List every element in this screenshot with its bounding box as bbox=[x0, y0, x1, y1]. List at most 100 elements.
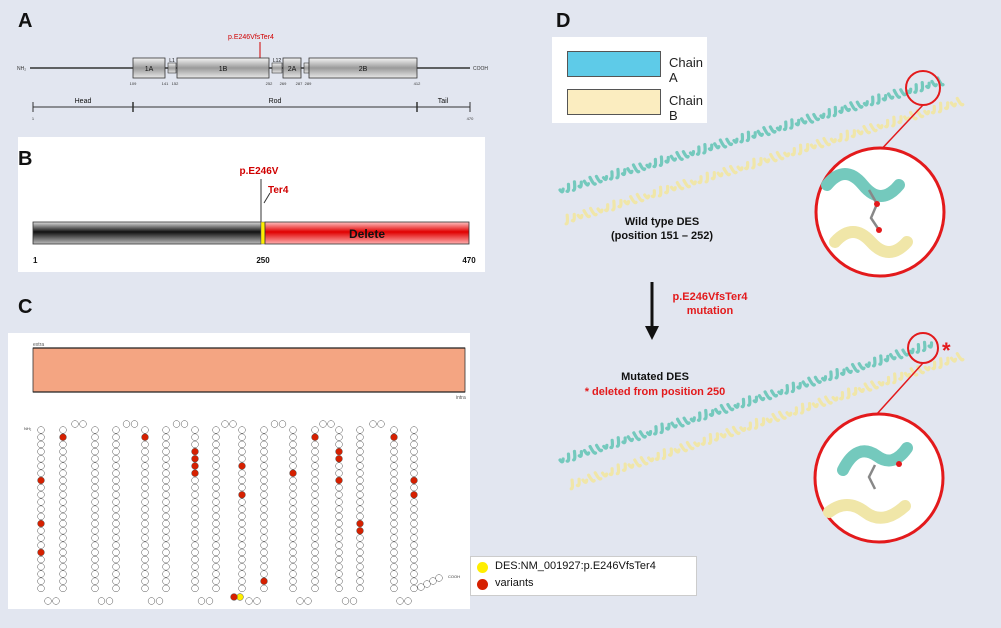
panel-b-deleted-label: Delete bbox=[349, 227, 385, 241]
helix-turn bbox=[760, 417, 766, 427]
legend-chain-b-label: Chain B bbox=[669, 93, 703, 123]
helix-turn bbox=[638, 162, 647, 172]
helix-turn bbox=[796, 381, 802, 390]
helix-turn bbox=[864, 361, 871, 368]
helix-turn bbox=[826, 107, 831, 119]
helix-turn bbox=[609, 438, 615, 450]
residue-259 bbox=[311, 469, 319, 477]
helix-turn bbox=[621, 436, 627, 445]
residue-317 bbox=[356, 555, 364, 564]
residue-216 bbox=[260, 491, 268, 499]
helix-turn bbox=[679, 443, 688, 453]
mutated-star: * bbox=[942, 338, 951, 363]
residue-223 bbox=[260, 541, 268, 549]
mutated-title: Mutated DES bbox=[621, 371, 689, 383]
residue-154 bbox=[191, 541, 199, 549]
residue-311 bbox=[356, 512, 364, 521]
num-287: 287 bbox=[296, 81, 303, 86]
wildtype-zoom-circle bbox=[814, 146, 946, 278]
helix-turn bbox=[813, 375, 822, 385]
helix-turn bbox=[722, 166, 731, 177]
panel-b-ter-label: Ter4 bbox=[268, 185, 289, 196]
residue-297 bbox=[335, 577, 343, 585]
residue-85 bbox=[112, 541, 120, 549]
residue-17 bbox=[37, 548, 45, 557]
residue-368 bbox=[44, 597, 52, 605]
residue-308 bbox=[356, 491, 364, 499]
residue-291 bbox=[335, 534, 343, 542]
helix-turn bbox=[697, 175, 703, 185]
residue-130 bbox=[162, 534, 170, 542]
residue-198 bbox=[238, 527, 246, 535]
domain-1a-label: 1A bbox=[145, 66, 154, 73]
helix-turn bbox=[713, 142, 721, 150]
helix-turn bbox=[570, 212, 576, 223]
residue-219 bbox=[260, 512, 268, 521]
helix-turn bbox=[572, 449, 577, 462]
residue-365 bbox=[410, 570, 418, 578]
residue-260 bbox=[311, 476, 319, 485]
residue-339 bbox=[390, 548, 398, 557]
residue-377 bbox=[155, 597, 164, 605]
residue-275 bbox=[311, 584, 319, 593]
residue-326 bbox=[390, 455, 398, 463]
residue-2 bbox=[37, 440, 45, 449]
residue-242 bbox=[289, 512, 297, 521]
residue-114 bbox=[141, 584, 149, 593]
residue-54 bbox=[91, 483, 99, 492]
legend-chain-a-label: Chain A bbox=[669, 55, 703, 85]
helix-turn bbox=[675, 417, 685, 428]
helix-turn bbox=[839, 391, 845, 401]
residue-123 bbox=[162, 483, 170, 492]
residue-211 bbox=[260, 455, 268, 463]
residue-89 bbox=[112, 570, 120, 578]
residue-112 bbox=[141, 570, 149, 578]
helix-turn bbox=[647, 456, 655, 463]
residue-133 bbox=[162, 555, 170, 564]
helix-turn bbox=[777, 388, 784, 396]
residue-14 bbox=[37, 527, 45, 535]
residue-46 bbox=[91, 426, 99, 434]
helix-turn bbox=[931, 360, 937, 371]
residue-138 bbox=[191, 426, 199, 434]
residue-11 bbox=[37, 505, 45, 513]
helix-turn bbox=[899, 88, 907, 97]
residue-298 bbox=[335, 584, 343, 593]
helix-turn bbox=[682, 178, 691, 189]
residue-278 bbox=[335, 440, 343, 449]
helix-turn bbox=[846, 387, 851, 400]
residue-132 bbox=[162, 548, 170, 557]
residue-63 bbox=[91, 548, 99, 557]
helix-turn bbox=[812, 112, 821, 122]
residue-144 bbox=[191, 469, 199, 477]
arrow-mutation-label: p.E246VfsTer4 bbox=[672, 291, 748, 303]
residue-70 bbox=[112, 433, 120, 441]
residue-183 bbox=[212, 584, 220, 593]
helix-turn bbox=[582, 448, 591, 456]
residue-131 bbox=[162, 541, 170, 549]
helix-turn bbox=[638, 430, 647, 439]
helix-turn bbox=[620, 168, 627, 177]
helix-turn bbox=[806, 401, 812, 412]
helix-turn bbox=[793, 406, 799, 416]
residue-320 bbox=[356, 577, 364, 585]
helix-turn bbox=[601, 175, 609, 182]
residue-292 bbox=[335, 541, 343, 549]
residue-274 bbox=[311, 577, 319, 585]
helix-turn bbox=[569, 478, 575, 491]
helix-turn bbox=[955, 96, 965, 107]
helix-turn bbox=[834, 368, 839, 380]
domain-1b bbox=[176, 57, 270, 79]
helix-turn bbox=[611, 199, 616, 212]
helix-turn bbox=[930, 79, 938, 88]
residue-182 bbox=[212, 577, 220, 585]
residue-238 bbox=[289, 483, 297, 492]
residue-315 bbox=[356, 541, 364, 549]
residue-270 bbox=[311, 548, 319, 557]
domain-1a bbox=[132, 57, 166, 79]
residue-333 bbox=[390, 505, 398, 513]
residue-289 bbox=[335, 519, 343, 528]
membrane-band bbox=[32, 347, 466, 393]
residue-190 bbox=[238, 469, 246, 477]
helix-turn bbox=[762, 126, 771, 137]
